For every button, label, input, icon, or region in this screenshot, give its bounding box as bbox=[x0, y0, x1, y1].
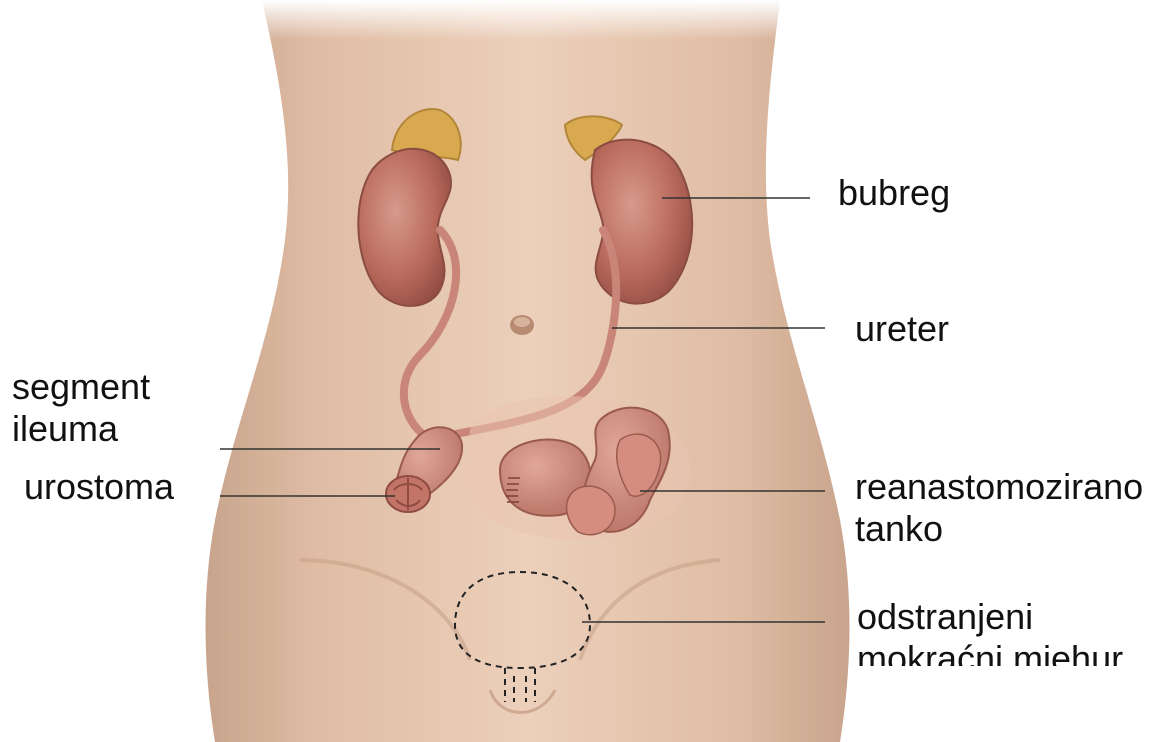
label-odstranjeni-mokracni-mjehur: odstranjeni mokraćni mjehur bbox=[857, 596, 1123, 666]
urostoma-opening bbox=[386, 476, 430, 512]
small-intestine bbox=[465, 396, 690, 540]
label-ureter: ureter bbox=[855, 308, 949, 350]
label-segment-ileuma: segment ileuma bbox=[12, 366, 150, 450]
kidney-left bbox=[592, 140, 693, 304]
label-urostoma: urostoma bbox=[24, 466, 174, 508]
label-reanastomozirano-tanko: reanastomozirano tanko bbox=[855, 466, 1143, 550]
label-bubreg: bubreg bbox=[838, 172, 950, 214]
torso-silhouette bbox=[206, 0, 850, 742]
